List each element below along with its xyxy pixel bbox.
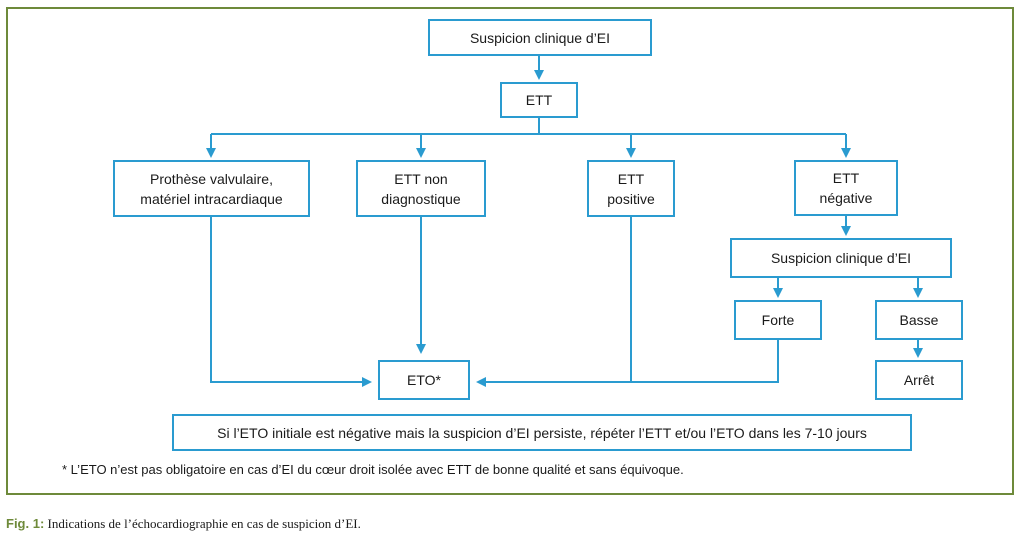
node-ett-label: ETT (525, 92, 553, 108)
arrow-prothese-to-eto (210, 217, 372, 387)
node-ett-positive: ETT positive (587, 160, 675, 217)
figure-caption-text: Indications de l’échocardiographie en ca… (44, 516, 361, 531)
footnote: * L’ETO n’est pas obligatoire en cas d’E… (62, 462, 684, 477)
node-arret: Arrêt (875, 360, 963, 400)
node-prothese: Prothèse valvulaire, matériel intracardi… (113, 160, 310, 217)
node-ett-negative-label: ETT négative (819, 170, 873, 206)
node-ett: ETT (500, 82, 578, 118)
node-suspicion-sub-label: Suspicion clinique d’EI (770, 250, 912, 266)
node-eto-label: ETO* (407, 372, 441, 388)
figure-frame (6, 7, 1014, 495)
node-ett-non-diag: ETT non diagnostique (356, 160, 486, 217)
node-ett-negative: ETT négative (794, 160, 898, 216)
node-ett-positive-label: ETT positive (607, 170, 655, 207)
node-suspicion-top: Suspicion clinique d’EI (428, 19, 652, 56)
figure-caption-label: Fig. 1: (6, 516, 45, 531)
figure-caption: Fig. 1: Indications de l’échocardiograph… (6, 516, 361, 532)
node-forte: Forte (734, 300, 822, 340)
node-repeat-note: Si l’ETO initiale est négative mais la s… (172, 414, 912, 451)
node-arret-label: Arrêt (903, 372, 935, 388)
node-suspicion-sub: Suspicion clinique d’EI (730, 238, 952, 278)
node-prothese-label: Prothèse valvulaire, matériel intracardi… (140, 170, 283, 207)
node-forte-label: Forte (761, 312, 795, 328)
arrow-positive-forte-to-eto (630, 217, 779, 383)
node-basse: Basse (875, 300, 963, 340)
node-eto: ETO* (378, 360, 470, 400)
node-repeat-note-label: Si l’ETO initiale est négative mais la s… (217, 424, 867, 441)
node-basse-label: Basse (899, 312, 939, 328)
node-suspicion-top-label: Suspicion clinique d’EI (469, 29, 611, 46)
node-ett-non-diag-label: ETT non diagnostique (381, 170, 461, 207)
